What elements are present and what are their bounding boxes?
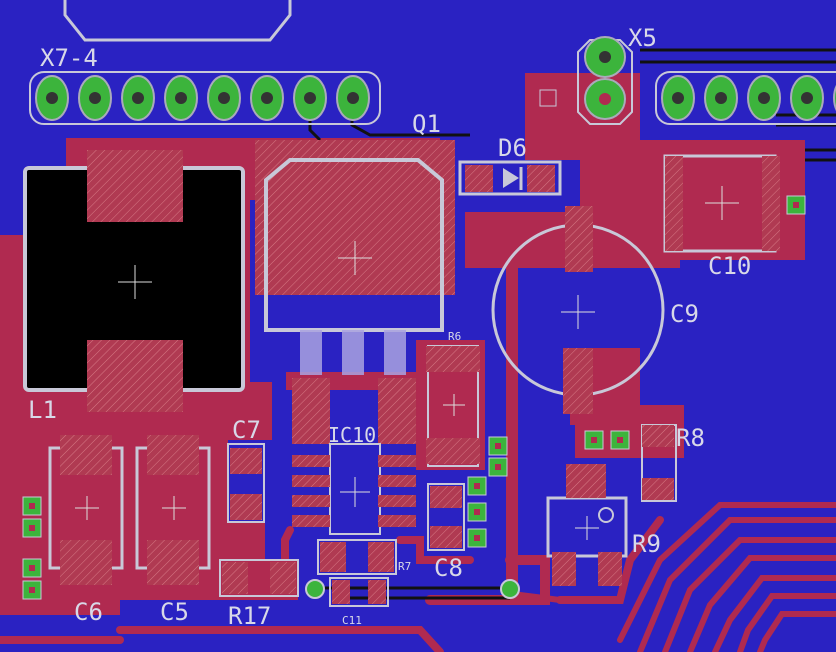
diode-d6 — [458, 160, 562, 196]
pin-hole — [304, 92, 316, 104]
pin-hole — [46, 92, 58, 104]
pin-hole — [801, 92, 813, 104]
header-right — [655, 71, 836, 125]
pin-hole — [132, 92, 144, 104]
pin-hole — [347, 92, 359, 104]
label-r6: R6 — [448, 330, 461, 343]
capacitor-c11 — [329, 577, 389, 607]
capacitor-c9 — [491, 206, 665, 414]
via-drill — [495, 464, 501, 470]
via-drill — [474, 535, 480, 541]
label-c8: C8 — [434, 554, 463, 582]
label-c6: C6 — [74, 598, 103, 626]
label-c10: C10 — [708, 252, 751, 280]
via-drill — [474, 483, 480, 489]
via-drill — [495, 443, 501, 449]
pin-hole — [218, 92, 230, 104]
capacitor-c5 — [135, 435, 211, 585]
resistor-r17 — [219, 559, 299, 597]
pin-hole — [89, 92, 101, 104]
via-drill — [29, 565, 35, 571]
via-drill — [591, 437, 597, 443]
label-c5: C5 — [160, 598, 189, 626]
capacitor-c10 — [663, 154, 780, 253]
capacitor-c8 — [427, 483, 465, 551]
pin-hole — [672, 92, 684, 104]
label-r17: R17 — [228, 602, 271, 630]
via-drill — [29, 503, 35, 509]
ic-ic10 — [292, 378, 416, 535]
label-q1: Q1 — [412, 110, 441, 138]
via-round — [305, 579, 325, 599]
label-r7: R7 — [398, 560, 411, 573]
label-ic10: IC10 — [328, 423, 376, 447]
label-c7: C7 — [232, 416, 261, 444]
transistor-q1 — [255, 140, 455, 375]
pin-hole — [261, 92, 273, 104]
top-traces — [0, 262, 836, 652]
label-d6: D6 — [498, 134, 527, 162]
pin-hole — [758, 92, 770, 104]
vias — [22, 195, 806, 600]
capacitor-c7 — [227, 443, 265, 523]
via-drill — [793, 202, 799, 208]
resistor-r8 — [641, 424, 677, 502]
label-c9: C9 — [670, 300, 699, 328]
label-r8: R8 — [676, 424, 705, 452]
capacitor-c6 — [48, 435, 124, 585]
via-drill — [29, 587, 35, 593]
label-x5: X5 — [628, 24, 657, 52]
connector-x5 — [539, 36, 633, 125]
via-drill — [474, 509, 480, 515]
label-c11: C11 — [342, 614, 362, 627]
pin-hole — [715, 92, 727, 104]
label-r9: R9 — [632, 530, 661, 558]
resistor-r6 — [426, 345, 480, 467]
via-drill — [29, 525, 35, 531]
via-drill — [617, 437, 623, 443]
header-x7-4 — [29, 71, 381, 125]
label-x7-4: X7-4 — [40, 44, 98, 72]
silk-outline-top — [63, 0, 292, 42]
label-l1: L1 — [28, 396, 57, 424]
via-round — [500, 579, 520, 599]
pin-hole — [175, 92, 187, 104]
trimmer-r9 — [546, 464, 628, 586]
resistor-r7 — [317, 539, 397, 575]
inductor-l1 — [23, 150, 245, 412]
